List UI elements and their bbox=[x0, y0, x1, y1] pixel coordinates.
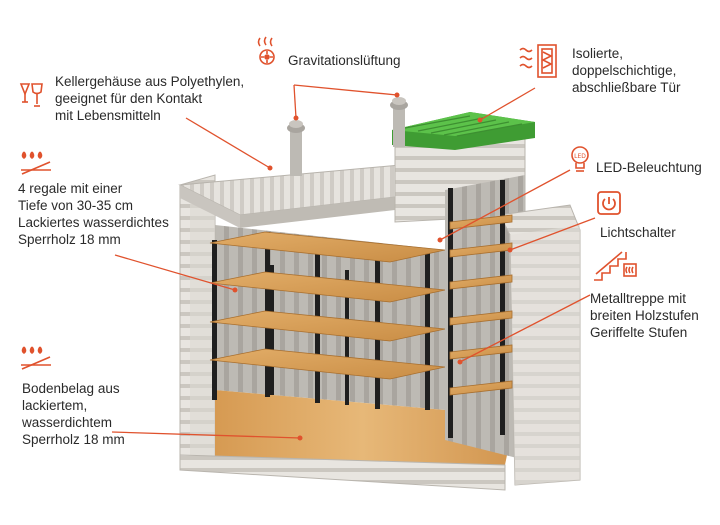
housing-label: Kellergehäuse aus Polyethylen, geeignet … bbox=[55, 74, 245, 123]
ventilation-label: Gravitationslüftung bbox=[288, 53, 401, 68]
svg-text:LED: LED bbox=[574, 153, 586, 160]
switch-label: Lichtschalter bbox=[600, 225, 676, 240]
floor bbox=[215, 390, 510, 470]
stairs-icon bbox=[592, 250, 638, 282]
stair-treads bbox=[449, 214, 513, 396]
led-bulb-icon: LED bbox=[570, 145, 590, 175]
fan-heat-icon bbox=[252, 35, 282, 67]
food-safe-icon bbox=[18, 80, 48, 110]
leader-dots bbox=[232, 92, 513, 441]
leader-lines bbox=[111, 84, 596, 439]
insulated-door-icon bbox=[518, 42, 560, 80]
vent-pipes bbox=[287, 97, 408, 176]
led-label: LED-Beleuchtung bbox=[596, 160, 702, 175]
power-switch-icon bbox=[596, 190, 622, 216]
stairs-label: Metalltreppe mit breiten Holzstufen Geri… bbox=[590, 291, 699, 340]
floor-label: Bodenbelag aus lackiertem, wasserdichtem… bbox=[22, 381, 125, 447]
door-label: Isolierte, doppelschichtige, abschließba… bbox=[572, 46, 681, 95]
shelves-label: 4 regale mit einer Tiefe von 30-35 cm La… bbox=[18, 181, 169, 247]
waterproof-icon bbox=[18, 345, 54, 371]
green-door bbox=[392, 112, 535, 150]
waterproof-icon bbox=[18, 150, 54, 176]
